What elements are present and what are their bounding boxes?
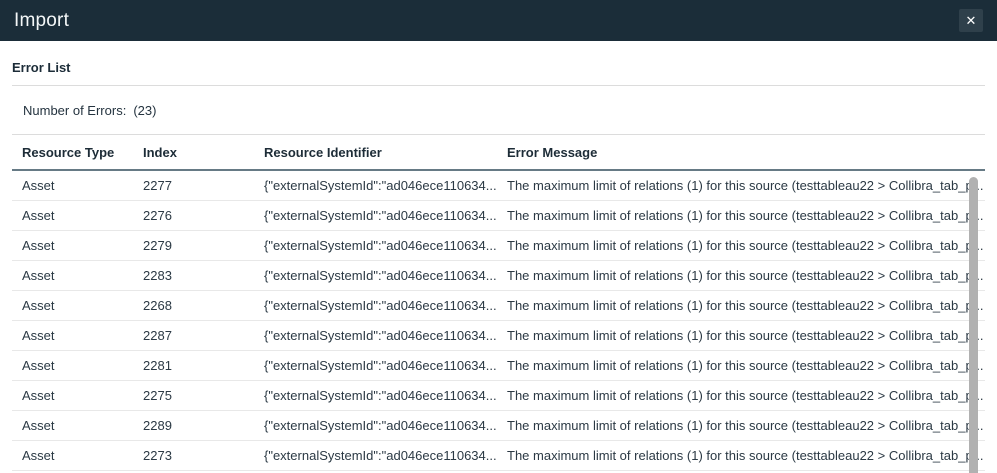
cell-resource-identifier: {"externalSystemId":"ad046ece110634... (264, 448, 497, 463)
table-row: Asset 2279 {"externalSystemId":"ad046ece11… (12, 231, 985, 261)
cell-index: 2287 (143, 328, 172, 343)
cell-resource-type: Asset (22, 178, 55, 193)
cell-resource-identifier: {"externalSystemId":"ad046ece110634... (264, 178, 497, 193)
cell-index: 2268 (143, 298, 172, 313)
cell-resource-identifier: {"externalSystemId":"ad046ece110634... (264, 298, 497, 313)
cell-error-message: The maximum limit of relations (1) for t… (507, 418, 984, 433)
cell-index: 2281 (143, 358, 172, 373)
column-header-resource-type: Resource Type (22, 144, 115, 160)
close-button[interactable]: ✕ (959, 9, 983, 32)
cell-resource-type: Asset (22, 418, 55, 433)
column-header-index: Index (143, 144, 177, 160)
cell-error-message: The maximum limit of relations (1) for t… (507, 298, 984, 313)
cell-resource-type: Asset (22, 268, 55, 283)
modal-header: Import ✕ (0, 0, 997, 41)
scrollbar-track[interactable] (969, 171, 982, 473)
cell-resource-identifier: {"externalSystemId":"ad046ece110634... (264, 238, 497, 253)
cell-resource-type: Asset (22, 238, 55, 253)
cell-resource-type: Asset (22, 328, 55, 343)
cell-resource-identifier: {"externalSystemId":"ad046ece110634... (264, 208, 497, 223)
cell-resource-type: Asset (22, 298, 55, 313)
cell-error-message: The maximum limit of relations (1) for t… (507, 268, 984, 283)
column-header-error-message: Error Message (507, 144, 598, 160)
cell-index: 2283 (143, 268, 172, 283)
cell-error-message: The maximum limit of relations (1) for t… (507, 448, 984, 463)
table-row: Asset 2273 {"externalSystemId":"ad046ece11… (12, 441, 985, 471)
table-row: Asset 2289 {"externalSystemId":"ad046ece11… (12, 411, 985, 441)
table-row: Asset 2268 {"externalSystemId":"ad046ece11… (12, 291, 985, 321)
table-row: Asset 2283 {"externalSystemId":"ad046ece11… (12, 261, 985, 291)
cell-resource-type: Asset (22, 208, 55, 223)
error-count-value: (23) (133, 102, 157, 118)
cell-index: 2277 (143, 178, 172, 193)
cell-resource-identifier: {"externalSystemId":"ad046ece110634... (264, 268, 497, 283)
cell-index: 2276 (143, 208, 172, 223)
table-body: Asset 2277 {"externalSystemId":"ad046ece11… (12, 171, 985, 473)
cell-error-message: The maximum limit of relations (1) for t… (507, 208, 984, 223)
cell-resource-identifier: {"externalSystemId":"ad046ece110634... (264, 388, 497, 403)
modal-title: Import (14, 9, 70, 31)
table-row: Asset 2277 {"externalSystemId":"ad046ece11… (12, 171, 985, 201)
column-header-resource-identifier: Resource Identifier (264, 144, 382, 160)
cell-error-message: The maximum limit of relations (1) for t… (507, 328, 984, 343)
close-icon: ✕ (965, 13, 977, 28)
cell-error-message: The maximum limit of relations (1) for t… (507, 358, 984, 373)
cell-error-message: The maximum limit of relations (1) for t… (507, 238, 984, 253)
cell-resource-type: Asset (22, 448, 55, 463)
cell-error-message: The maximum limit of relations (1) for t… (507, 178, 984, 193)
cell-index: 2279 (143, 238, 172, 253)
cell-resource-type: Asset (22, 358, 55, 373)
cell-error-message: The maximum limit of relations (1) for t… (507, 388, 984, 403)
cell-resource-type: Asset (22, 388, 55, 403)
error-count-label: Number of Errors: (23, 102, 127, 118)
table-row: Asset 2287 {"externalSystemId":"ad046ece11… (12, 321, 985, 351)
table-row: Asset 2276 {"externalSystemId":"ad046ece11… (12, 201, 985, 231)
error-count-row: Number of Errors: (23) (12, 86, 985, 135)
table-row: Asset 2281 {"externalSystemId":"ad046ece11… (12, 351, 985, 381)
error-list-heading: Error List (12, 41, 985, 86)
cell-resource-identifier: {"externalSystemId":"ad046ece110634... (264, 418, 497, 433)
modal-body: Error List Number of Errors: (23) Resour… (0, 41, 997, 473)
scrollbar-thumb[interactable] (969, 177, 978, 473)
cell-index: 2275 (143, 388, 172, 403)
cell-resource-identifier: {"externalSystemId":"ad046ece110634... (264, 328, 497, 343)
table-header-row: Resource Type Index Resource Identifier … (12, 135, 985, 171)
table-rows: Asset 2277 {"externalSystemId":"ad046ece11… (12, 171, 985, 471)
cell-index: 2273 (143, 448, 172, 463)
cell-index: 2289 (143, 418, 172, 433)
cell-resource-identifier: {"externalSystemId":"ad046ece110634... (264, 358, 497, 373)
table-row: Asset 2275 {"externalSystemId":"ad046ece11… (12, 381, 985, 411)
